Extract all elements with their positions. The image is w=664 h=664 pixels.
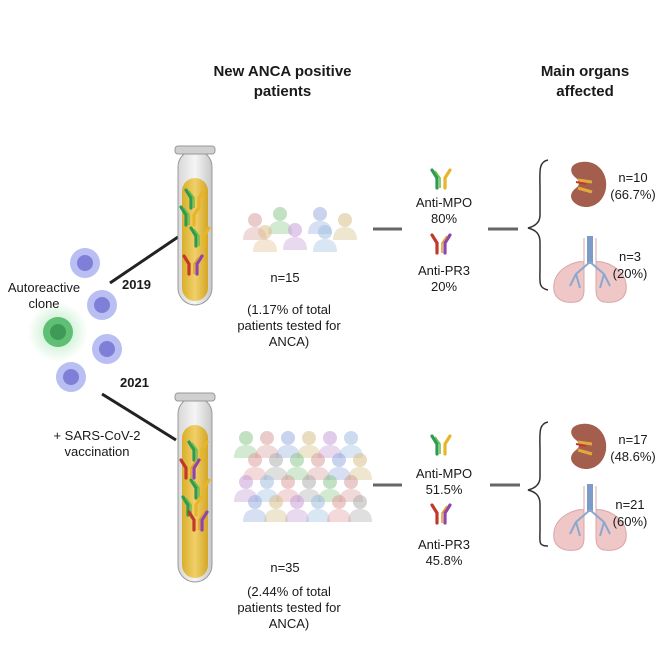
anti-mpo-pct-2019: 80% xyxy=(430,211,458,226)
n-total-2019: n=15 xyxy=(270,270,300,285)
autoreactive-clone-label: Autoreactive clone xyxy=(7,280,81,311)
brace-2021 xyxy=(527,421,549,547)
n-total-2021: n=35 xyxy=(270,560,300,575)
year-2019: 2019 xyxy=(122,277,151,292)
arrow-2019 xyxy=(109,235,179,285)
kidney-icon-2019 xyxy=(569,160,608,209)
header-new-anca: New ANCA positive patients xyxy=(213,63,352,100)
anti-mpo-label-2021: Anti-MPO xyxy=(415,466,473,481)
anti-pr3-icon-2021 xyxy=(430,503,452,525)
anti-mpo-pct-2021: 51.5% xyxy=(425,482,463,497)
anti-pr3-label-2021: Anti-PR3 xyxy=(417,537,471,552)
test-tube-2021 xyxy=(174,392,216,583)
anti-mpo-icon-2021 xyxy=(430,434,452,456)
patients-group-2021 xyxy=(234,431,372,522)
patients-group-2019 xyxy=(243,207,357,252)
brace-2019 xyxy=(527,159,549,291)
lung-pct-2019: (20%) xyxy=(612,266,648,281)
lung-pct-2021: (60%) xyxy=(612,514,648,529)
anti-pr3-pct-2019: 20% xyxy=(430,279,458,294)
test-tube-2019 xyxy=(174,145,216,306)
header-main-organs: Main organs affected xyxy=(540,63,630,100)
kidney-n-2021: n=17 xyxy=(618,432,648,447)
anti-pr3-pct-2021: 45.8% xyxy=(425,553,463,568)
year-2021: 2021 xyxy=(120,375,149,390)
lung-n-2019: n=3 xyxy=(618,249,642,264)
pct-text-2019: (1.17% of total patients tested for ANCA… xyxy=(237,302,341,349)
cell-cluster xyxy=(28,248,122,392)
kidney-n-2019: n=10 xyxy=(618,170,648,185)
lung-n-2021: n=21 xyxy=(615,497,645,512)
anti-pr3-label-2019: Anti-PR3 xyxy=(417,263,471,278)
vaccination-label: + SARS-CoV-2 vaccination xyxy=(53,428,141,459)
kidney-pct-2019: (66.7%) xyxy=(610,187,656,202)
pct-text-2021: (2.44% of total patients tested for ANCA… xyxy=(237,584,341,631)
anti-mpo-label-2019: Anti-MPO xyxy=(415,195,473,210)
kidney-pct-2021: (48.6%) xyxy=(610,449,656,464)
anti-pr3-icon-2019 xyxy=(430,233,452,255)
kidney-icon-2021 xyxy=(569,422,608,471)
arrow-2021 xyxy=(101,392,177,442)
anti-mpo-icon-2019 xyxy=(430,168,452,190)
